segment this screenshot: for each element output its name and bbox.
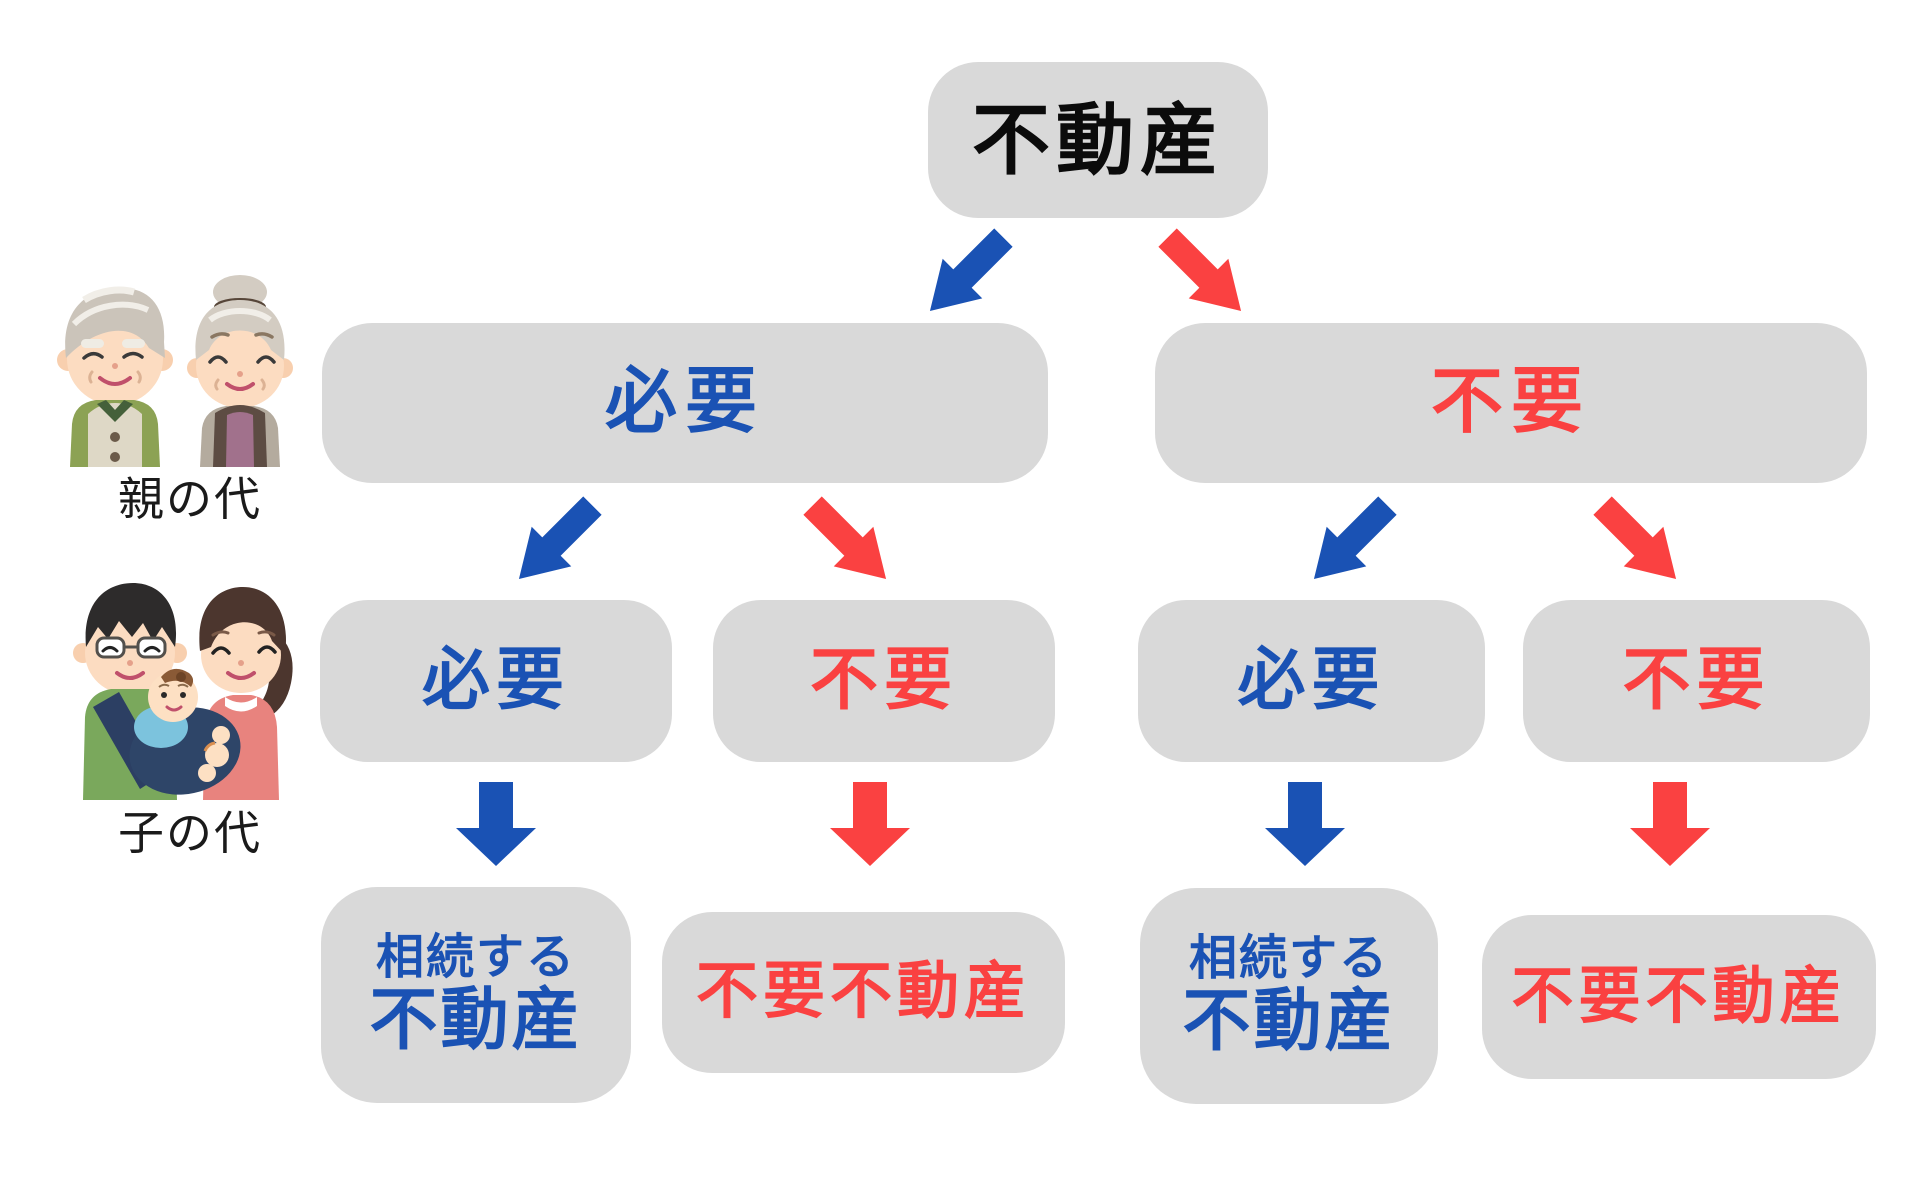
arrow-down-right-red-icon (1582, 485, 1698, 601)
node-child-fuyo-left: 不要 (713, 600, 1055, 762)
node-inherited-fudosan-right: 相続する 不動産 (1140, 888, 1438, 1104)
grandmother (187, 275, 293, 467)
node-label: 必要 (421, 642, 570, 719)
node-fuyo-fudosan-left: 不要不動産 (662, 912, 1065, 1073)
node-label: 不要 (809, 642, 958, 719)
arrow-down-red-icon (828, 782, 912, 868)
node-label: 不要不動産 (1511, 961, 1847, 1031)
node-label: 必要 (1237, 642, 1386, 719)
node-label: 不要 (1622, 642, 1771, 719)
node-label-line1: 相続する (375, 931, 576, 985)
arrow-down-left-blue-icon (908, 217, 1024, 333)
node-inherited-fudosan-left: 相続する 不動産 (321, 887, 631, 1103)
arrow-down-left-blue-icon (497, 485, 613, 601)
arrow-down-left-blue-icon (1292, 485, 1408, 601)
node-child-hitsuyo-left: 必要 (320, 600, 672, 762)
arrow-down-right-red-icon (792, 485, 908, 601)
arrow-down-blue-icon (1263, 782, 1347, 868)
generation-label-children: 子の代 (118, 807, 262, 859)
node-label-line2: 不動産 (1182, 983, 1396, 1060)
elderly-couple-illustration (50, 262, 310, 472)
grandfather (57, 286, 173, 467)
node-label: 不要不動産 (695, 957, 1031, 1027)
node-parents-hitsuyo: 必要 (322, 323, 1048, 483)
arrow-down-right-red-icon (1147, 217, 1263, 333)
baby (129, 668, 241, 795)
node-fudosan-root: 不動産 (928, 62, 1268, 218)
node-child-fuyo-right: 不要 (1523, 600, 1870, 762)
node-parents-fuyo: 不要 (1155, 323, 1867, 483)
node-child-hitsuyo-right: 必要 (1138, 600, 1485, 762)
arrow-down-red-icon (1628, 782, 1712, 868)
node-label: 不要 (1430, 362, 1591, 443)
node-fuyo-fudosan-right: 不要不動産 (1482, 915, 1876, 1079)
family-with-baby-illustration (55, 565, 300, 805)
arrow-down-blue-icon (454, 782, 538, 868)
node-label-line2: 不動産 (369, 982, 583, 1059)
node-label-line1: 相続する (1188, 932, 1389, 986)
generation-label-parents: 親の代 (118, 473, 262, 525)
node-label: 必要 (604, 362, 765, 443)
node-label: 不動産 (971, 95, 1224, 184)
